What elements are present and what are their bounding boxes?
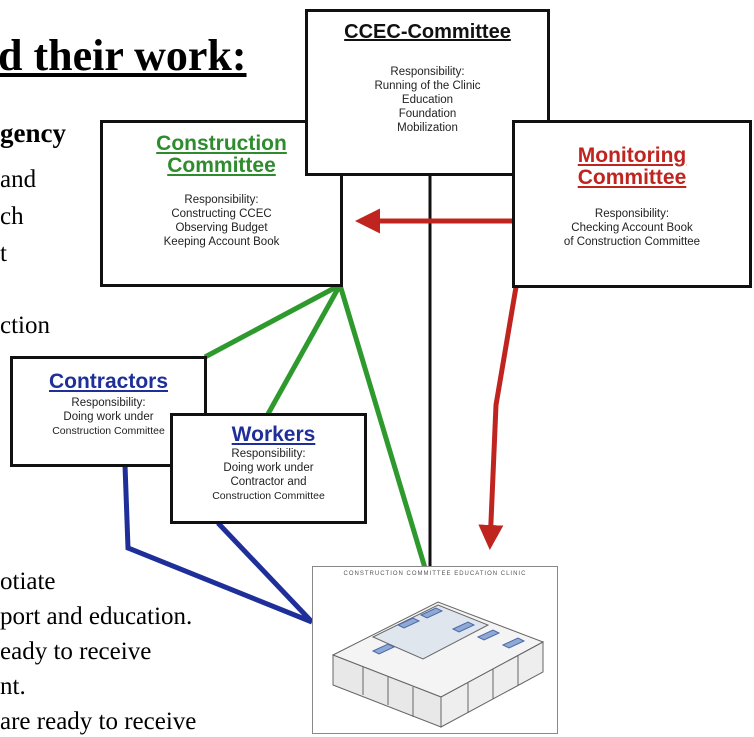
monitoring-committee-title: Monitoring (577, 144, 687, 167)
workers-box: Workers Responsibility: Doing work under… (170, 413, 367, 524)
section-heading: d their work: (0, 31, 247, 80)
monitoring-committee-title: Committee (577, 166, 687, 190)
clinic-building-image: Construction Committee Education Clinic (312, 566, 558, 734)
construction-committee-title: Construction (156, 132, 287, 155)
construction-committee-title: Committee (167, 154, 276, 178)
side-text-line: gency (0, 118, 66, 148)
responsibility-line: Observing Budget (175, 222, 268, 235)
responsibility-line: Doing work under (63, 411, 154, 424)
building-caption: Construction Committee Education Clinic (343, 571, 527, 577)
responsibility-label: Responsibility: (184, 194, 259, 207)
construction-to-building-line (337, 284, 428, 569)
monitoring-to-building-arrow (478, 286, 519, 550)
responsibility-line: Contractor and (230, 476, 307, 489)
responsibility-line: Constructing CCEC (171, 208, 272, 221)
side-text-line: ction (0, 312, 50, 339)
responsibility-line: Construction Committee (212, 490, 325, 503)
responsibility-line: Doing work under (223, 462, 314, 475)
responsibility-line: Mobilization (397, 122, 458, 134)
side-text-line: and (0, 166, 37, 193)
contractors-to-building-line (122, 464, 313, 625)
responsibility-line: Running of the Clinic (374, 80, 481, 92)
side-text-line: t (0, 240, 7, 267)
side-text-line: eady to receive (0, 638, 152, 665)
responsibility-label: Responsibility: (594, 208, 670, 221)
ccec-committee-box: CCEC-Committee Responsibility: Running o… (305, 9, 550, 176)
contractors-title: Contractors (48, 370, 169, 393)
responsibility-line: of Construction Committee (563, 236, 701, 249)
construction-to-workers-line (265, 283, 343, 416)
side-text-line: nt. (0, 673, 26, 700)
ccec-committee-title: CCEC-Committee (344, 21, 511, 43)
building-sketch (331, 601, 545, 728)
responsibility-label: Responsibility: (390, 66, 465, 78)
responsibility-line: Education (401, 94, 454, 106)
side-text-line: otiate (0, 568, 56, 595)
workers-title: Workers (231, 423, 316, 446)
responsibility-line: Checking Account Book (571, 222, 693, 235)
responsibility-line: Foundation (398, 108, 457, 120)
responsibility-label: Responsibility: (71, 397, 146, 410)
responsibility-line: Construction Committee (52, 425, 165, 438)
construction-to-contractors-line (203, 282, 342, 360)
responsibility-label: Responsibility: (231, 448, 306, 461)
side-text-line: are ready to receive (0, 708, 197, 735)
workers-to-building-line (216, 521, 314, 624)
side-text-line: ch (0, 203, 24, 230)
monitoring-committee-box: Monitoring Committee Responsibility: Che… (512, 120, 752, 288)
construction-committee-box: Construction Committee Responsibility: C… (100, 120, 343, 287)
side-text-line: port and education. (0, 603, 193, 630)
responsibility-line: Keeping Account Book (163, 236, 280, 249)
